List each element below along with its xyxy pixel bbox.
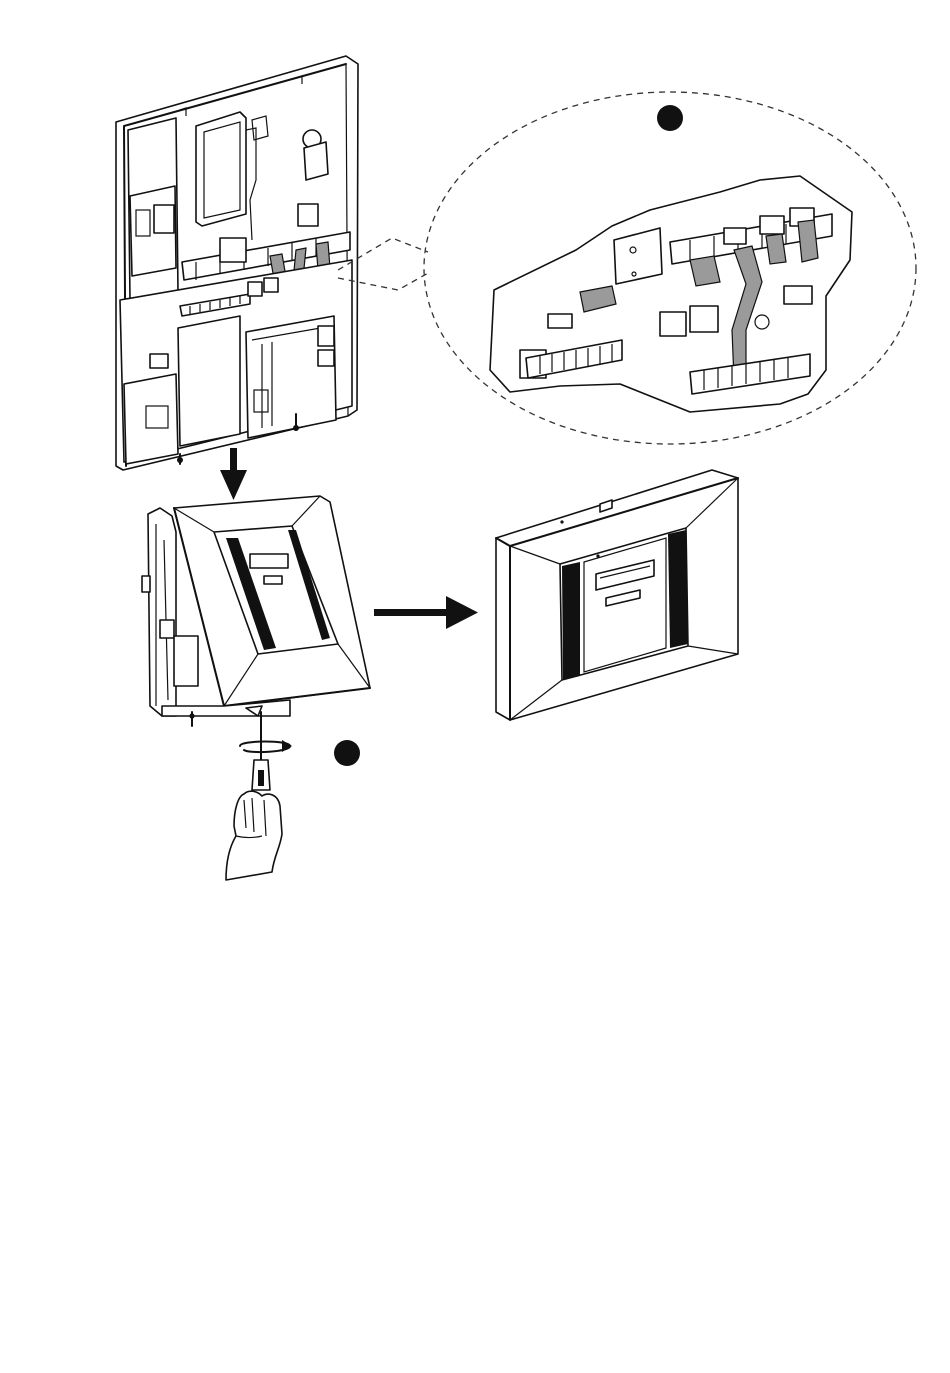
rotate-icon [240,740,292,752]
open-panel-base [116,56,358,470]
zoom-detail-view [424,92,916,444]
step-1-callout [657,105,683,131]
down-arrow-icon [220,448,247,500]
closed-panel-view [496,470,738,720]
right-arrow-icon [374,596,478,629]
hand-icon [226,791,282,880]
panel-closing-view [142,496,370,726]
step-2-callout [334,740,360,766]
